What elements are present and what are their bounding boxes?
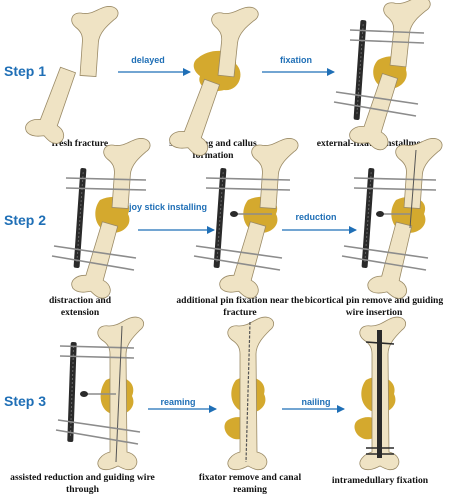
caption-fresh-fracture: fresh fracture (51, 138, 109, 149)
arrow-label-joy-stick: joy stick installing (128, 202, 208, 212)
caption-bicortical-pin: bicortical pin remove and guiding wire i… (304, 295, 444, 318)
reamer (245, 321, 251, 463)
arrow-label-reduction: reduction (295, 212, 337, 222)
femur-bone-distraction (51, 135, 151, 301)
step-3-label: Step 3 (4, 393, 47, 409)
step-2-label: Step 2 (4, 212, 47, 228)
caption-intramedullary: intramedullary fixation (331, 475, 429, 486)
caption-fixator-remove: fixator remove and canal reaming (198, 472, 302, 495)
intramedullary-nail (377, 330, 382, 458)
caption-assisted-reduction: assisted reduction and guiding wire thro… (10, 472, 155, 495)
fixation-pin (349, 29, 425, 34)
arrow-label-fixation: fixation (279, 55, 312, 65)
external-fixator-step1 (333, 0, 432, 153)
step-1-label: Step 1 (4, 63, 47, 79)
femur-bone-nail (354, 316, 407, 471)
arrow-label-nailing: nailing (301, 397, 331, 407)
arrow-label-reaming: reaming (160, 397, 196, 407)
femur-bone-joystick (193, 135, 299, 301)
arrow-label-delayed: delayed (131, 55, 165, 65)
femur-bone-guide-wire (341, 135, 443, 301)
caption-shortening-callus: shortening and callus formation (169, 138, 257, 161)
caption-additional-pin: additional pin fixation near the fractur… (176, 295, 304, 318)
caption-distraction: distraction and extension (48, 295, 112, 318)
femur-bone-reaming (224, 316, 275, 471)
guide-wire (409, 149, 417, 229)
femur-bone-fresh-fracture (23, 3, 119, 147)
femur-bone-reduction (55, 316, 145, 471)
femur-bone-callus (167, 2, 260, 159)
